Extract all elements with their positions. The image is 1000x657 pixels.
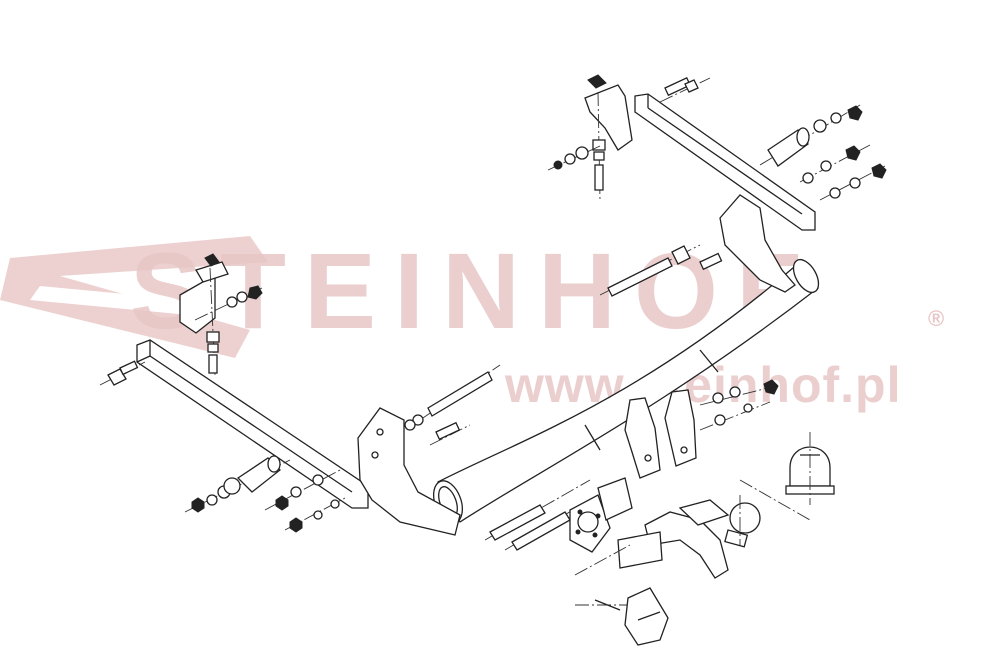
right-top-fasteners: [659, 76, 887, 201]
tow-ball-assembly: [644, 479, 811, 579]
main-crossbar-tube: [433, 258, 820, 524]
left-bottom-fasteners: [184, 455, 346, 533]
right-side-bracket: [634, 93, 816, 293]
watermark-registered-mark: ®: [928, 306, 945, 331]
electrical-plug: [575, 587, 669, 646]
left-tube-plate: [357, 407, 461, 536]
socket-plate: [569, 477, 663, 576]
center-tube-plates: [624, 389, 697, 479]
right-angle-bracket: [547, 74, 633, 201]
ball-cover-cap: [785, 432, 835, 505]
center-long-bolts: [404, 244, 723, 551]
left-side-bracket: [136, 339, 369, 509]
left-bolt: [99, 360, 146, 386]
right-middle-fasteners: [699, 379, 781, 431]
left-top-fasteners: [194, 285, 263, 321]
left-angle-bracket: [179, 253, 229, 376]
